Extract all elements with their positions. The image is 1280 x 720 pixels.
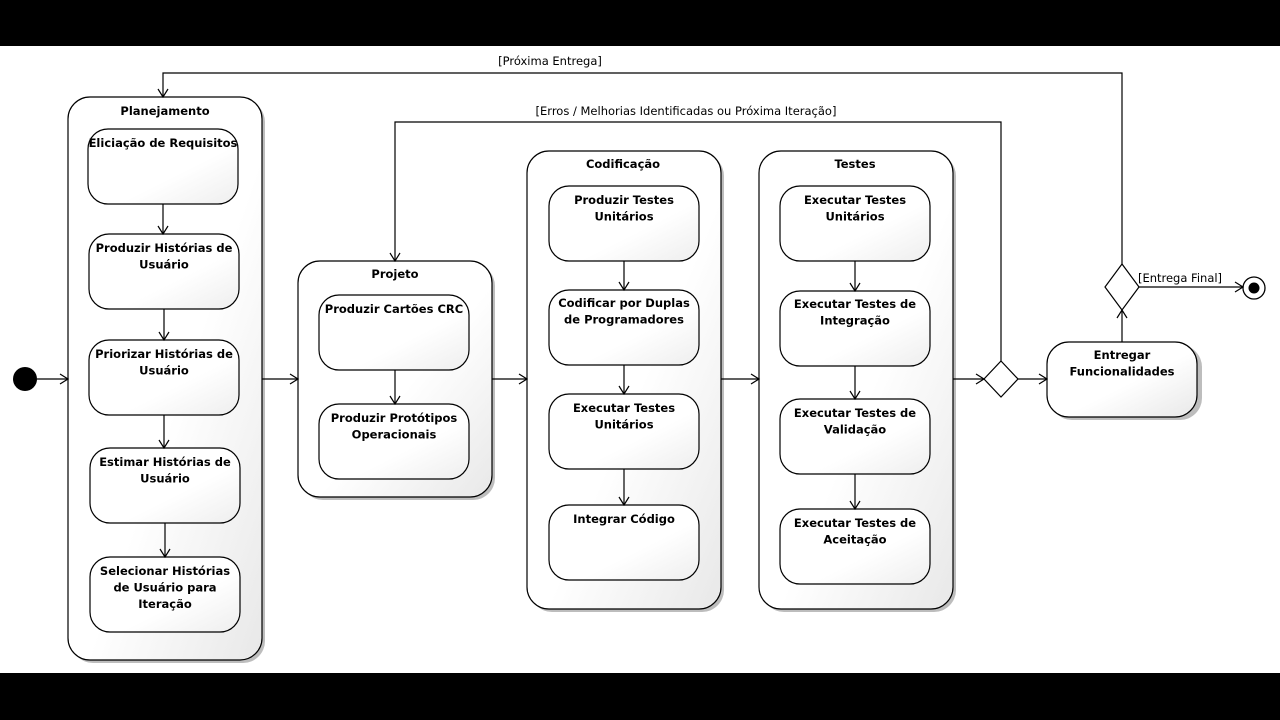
planejamento-title: Planejamento	[120, 104, 209, 118]
diagram-canvas: Planejamento Projeto Codificação Testes …	[0, 46, 1280, 673]
testes-title: Testes	[834, 157, 875, 171]
decision-node-entrega	[1104, 262, 1140, 312]
activity-diagram: Planejamento Projeto Codificação Testes …	[13, 54, 1266, 663]
final-node	[1242, 276, 1266, 300]
arrow-heads	[59, 88, 1245, 559]
codificacao-title: Codificação	[586, 157, 660, 171]
activity-label: Produzir Cartões CRC	[325, 302, 463, 316]
guard-entrega-final: [Entrega Final]	[1138, 271, 1222, 285]
activity-cartoes-crc: Produzir Cartões CRC	[318, 294, 470, 371]
top-letterbox	[0, 0, 1280, 46]
projeto-title: Projeto	[371, 267, 418, 281]
activity-label: Eliciação de Requisitos	[89, 136, 238, 150]
decision-node-erros	[983, 360, 1019, 398]
guard-erros-melhorias: [Erros / Melhorias Identificadas ou Próx…	[536, 104, 837, 118]
activity-label: Integrar Código	[573, 512, 675, 526]
bottom-letterbox	[0, 673, 1280, 720]
control-flows	[37, 72, 1242, 557]
partition-testes	[758, 150, 954, 610]
activity-integrar-codigo: Integrar Código	[548, 504, 700, 581]
activity-eliciacao: Eliciação de Requisitos	[87, 128, 239, 205]
initial-node	[13, 367, 37, 391]
guard-proxima-entrega: [Próxima Entrega]	[498, 54, 602, 68]
